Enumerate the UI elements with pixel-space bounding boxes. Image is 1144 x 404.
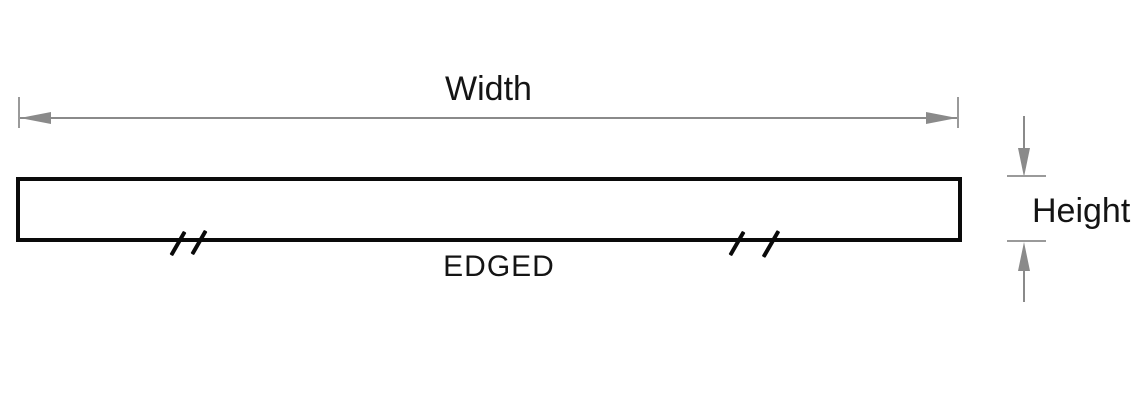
height-label: Height (1032, 192, 1131, 230)
width-extension-tick-left (18, 97, 20, 128)
arrow-up-icon (1018, 242, 1030, 271)
height-tick-bottom (1007, 240, 1046, 242)
board-outline (16, 177, 962, 242)
width-dimension-line (20, 117, 957, 119)
arrow-right-icon (926, 112, 957, 124)
width-extension-tick-right (957, 97, 959, 128)
height-dimension-line-top (1023, 116, 1025, 150)
arrow-left-icon (20, 112, 51, 124)
height-dimension-line-bottom (1023, 270, 1025, 302)
width-label: Width (445, 70, 532, 108)
arrow-down-icon (1018, 148, 1030, 177)
height-tick-top (1007, 175, 1046, 177)
edged-label: EDGED (443, 250, 555, 283)
